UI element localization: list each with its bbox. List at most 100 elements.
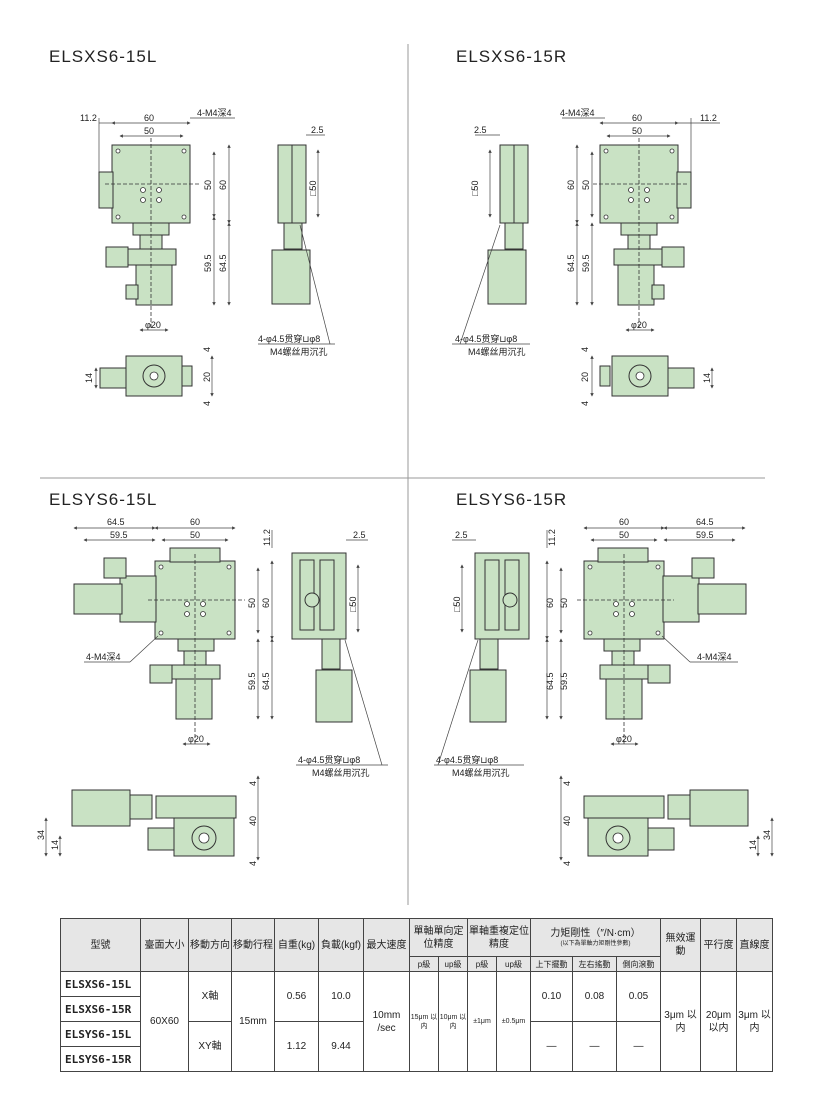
th-rep: 單軸重複定位精度 <box>467 918 531 957</box>
th-travel: 移動行程 <box>231 918 275 972</box>
stage-yr-bottom <box>583 789 749 857</box>
dim-xl-14: 14 <box>84 373 94 383</box>
stage-xr-bottom <box>599 355 695 397</box>
th-dir: 移動方向 <box>188 918 232 972</box>
dim-xr-112: 11.2 <box>700 113 717 123</box>
dim-xr-60v: 60 <box>566 180 576 190</box>
cell-pitch-xy: — <box>530 1021 573 1072</box>
th-uni-p: p級 <box>409 956 439 972</box>
cell-rep-up: ±0.5μm <box>496 971 531 1072</box>
dim-xl-hole: 4-φ4.5贯穿⊔φ8 <box>258 333 320 344</box>
th-weight: 自重(kg) <box>274 918 319 972</box>
dim-yr-4a: 4 <box>562 781 572 786</box>
dim-yl-50v: 50 <box>247 598 257 608</box>
title-xr: ELSXS6-15R <box>456 47 568 66</box>
th-uni-up: up級 <box>438 956 468 972</box>
row-model-4: ELSYS6-15R <box>60 1046 141 1072</box>
dim-yl-phi20: φ20 <box>188 734 204 744</box>
dim-yl-tap: 4-M4深4 <box>86 652 121 662</box>
dim-yl-112: 11.2 <box>262 529 272 546</box>
cell-load-xy: 9.44 <box>318 1021 364 1072</box>
dim-xl-60v: 60 <box>218 180 228 190</box>
cell-speed: 10mm /sec <box>363 971 410 1072</box>
cell-dir-xy: XY軸 <box>188 1021 232 1072</box>
cell-uni-p: 15μm 以内 <box>409 971 439 1072</box>
th-torque-label: 力矩剛性（″/N·cm） <box>550 928 641 939</box>
dim-yl-hole: 4-φ4.5贯穿⊔φ8 <box>298 754 360 765</box>
cell-motion: 3μm 以内 <box>660 971 701 1072</box>
th-speed: 最大速度 <box>363 918 410 972</box>
dim-yl-60v: 60 <box>261 598 271 608</box>
row-model-2: ELSXS6-15R <box>60 996 141 1022</box>
dim-xl-20: 20 <box>202 372 212 382</box>
th-parallel: 平行度 <box>700 918 737 972</box>
dim-xl-60: 60 <box>144 113 154 123</box>
cell-travel: 15mm <box>231 971 275 1072</box>
dim-yl-595: 59.5 <box>247 672 257 690</box>
cell-weight-xy: 1.12 <box>274 1021 319 1072</box>
dim-yl-sq50: □50 <box>348 597 358 612</box>
th-yaw: 左右搖動 <box>572 956 617 972</box>
dim-yr-645: 64.5 <box>696 517 714 527</box>
dim-yr-phi20: φ20 <box>616 734 632 744</box>
th-uni: 單軸單向定位精度 <box>409 918 468 957</box>
stage-xr-side <box>487 144 529 305</box>
dim-yl-60: 60 <box>190 517 200 527</box>
th-straight: 直線度 <box>736 918 773 972</box>
th-pitch: 上下擺動 <box>530 956 573 972</box>
dim-xl-note: M4螺丝用沉孔 <box>270 346 328 357</box>
dim-xr-50v: 50 <box>581 180 591 190</box>
dim-yl-50: 50 <box>190 530 200 540</box>
dim-yl-595: 59.5 <box>110 530 128 540</box>
cell-dir-x: X軸 <box>188 971 232 1022</box>
dim-xl-50v: 50 <box>203 180 213 190</box>
cell-uni-up: 10μm 以内 <box>438 971 468 1072</box>
dim-yr-25: 2.5 <box>455 530 468 540</box>
dim-yl-4a: 4 <box>248 781 258 786</box>
dim-xr-sq50: □50 <box>470 181 480 196</box>
cell-pitch: 0.10 <box>530 971 573 1022</box>
cell-roll: 0.05 <box>616 971 661 1022</box>
dim-xl-phi20: φ20 <box>145 320 161 330</box>
dim-yl-645: 64.5 <box>261 672 271 690</box>
row-model-3: ELSYS6-15L <box>60 1021 141 1047</box>
dim-yr-40: 40 <box>562 816 572 826</box>
technical-drawing: 11.2 60 50 4-M4深4 50 60 59.5 64.5 φ20 2.… <box>36 44 774 905</box>
th-load: 負載(kgf) <box>318 918 364 972</box>
dim-xr-note: M4螺丝用沉孔 <box>468 346 526 357</box>
dim-yr-60v: 60 <box>545 598 555 608</box>
dim-yr-hole: 4-φ4.5贯穿⊔φ8 <box>436 754 498 765</box>
cell-load-x: 10.0 <box>318 971 364 1022</box>
dim-yr-sq50: □50 <box>452 597 462 612</box>
dim-xr-14: 14 <box>702 373 712 383</box>
dim-xr-50: 50 <box>632 126 642 136</box>
dim-yl-14: 14 <box>50 840 60 850</box>
dim-xr-4b: 4 <box>580 401 590 406</box>
stage-yl-side <box>291 552 353 723</box>
th-size: 臺面大小 <box>140 918 189 972</box>
cell-size: 60X60 <box>140 971 189 1072</box>
dim-yr-note: M4螺丝用沉孔 <box>452 767 510 778</box>
dim-xl-595: 59.5 <box>203 254 213 272</box>
cell-weight-x: 0.56 <box>274 971 319 1022</box>
dim-yr-14: 14 <box>748 840 758 850</box>
stage-xl-side <box>271 144 311 305</box>
dim-xl-645: 64.5 <box>218 254 228 272</box>
title-xl: ELSXS6-15L <box>49 47 158 66</box>
dim-xl-50: 50 <box>144 126 154 136</box>
stage-yr-side <box>469 552 530 723</box>
dim-yl-40: 40 <box>248 816 258 826</box>
dim-xl-4b: 4 <box>202 401 212 406</box>
dim-xr-phi20: φ20 <box>631 320 647 330</box>
dim-yr-595: 59.5 <box>559 672 569 690</box>
dim-xl-112: 11.2 <box>80 113 97 123</box>
title-yl: ELSYS6-15L <box>49 490 158 509</box>
dim-yl-note: M4螺丝用沉孔 <box>312 767 370 778</box>
stage-yl-top <box>73 547 236 720</box>
dim-xr-645: 64.5 <box>566 254 576 272</box>
dim-xr-20: 20 <box>580 372 590 382</box>
dim-xl-25: 2.5 <box>311 125 324 135</box>
spec-table: 型號 臺面大小 移動方向 移動行程 自重(kg) 負載(kgf) 最大速度 單軸… <box>60 918 773 1072</box>
cell-straight: 3μm 以内 <box>736 971 773 1072</box>
stage-yl-bottom <box>71 789 237 857</box>
